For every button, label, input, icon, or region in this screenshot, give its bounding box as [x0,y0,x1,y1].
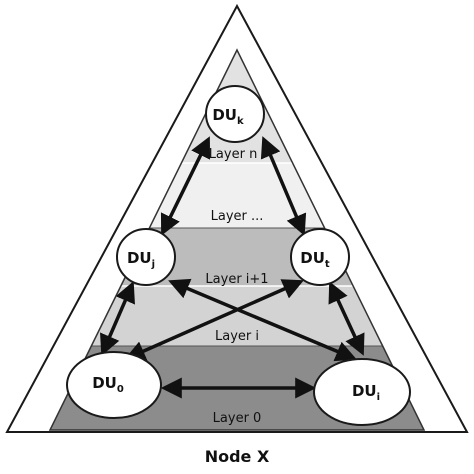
pyramid-diagram: Layer n Layer ... Layer i+1 Layer i Laye… [5,3,469,433]
layer-label-i1: Layer i+1 [205,272,268,287]
layer-label-i: Layer i [215,329,259,344]
arrow-t-0 [124,279,304,361]
svg-text:DUi: DUi [352,382,380,403]
node-du-k: DUk [205,85,265,143]
svg-text:DUk: DUk [212,106,244,127]
svg-text:DUt: DUt [300,249,330,270]
arrow-k-t [260,136,307,236]
node-du-t: DUt [290,228,350,286]
arrow-k-j [160,136,211,236]
connections [100,136,365,399]
diagram-caption: Node X [205,447,270,466]
node-du-j: DUj [116,228,176,286]
layer-label-dots: Layer ... [211,209,264,224]
svg-text:DU0: DU0 [92,374,124,395]
layer-label-0: Layer 0 [213,411,262,426]
layer-label-n: Layer n [209,147,258,162]
svg-text:DUj: DUj [127,249,155,270]
node-du-0: DU0 [66,351,162,419]
caption-area: Node X [205,447,270,466]
node-du-i: DUi [313,358,411,426]
